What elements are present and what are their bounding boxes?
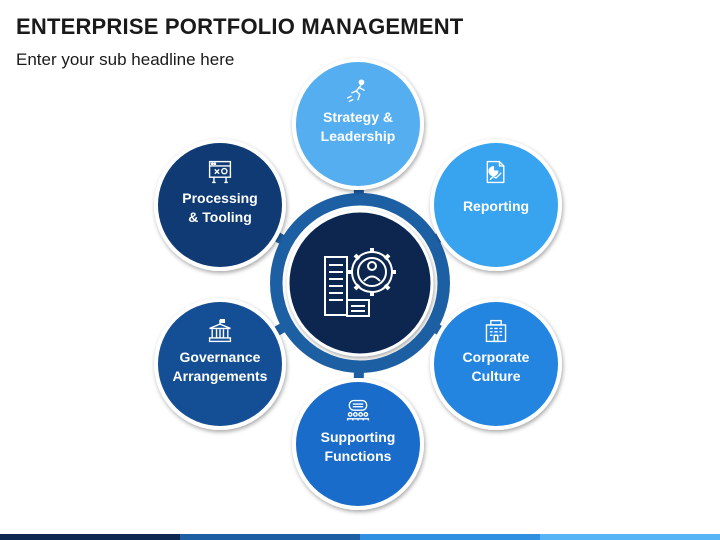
node-circle xyxy=(296,62,420,186)
node-strategy: Strategy & Leadership xyxy=(292,58,424,190)
node-label: & Tooling xyxy=(188,209,252,225)
accent-segment xyxy=(180,534,360,540)
node-circle xyxy=(158,143,282,267)
node-label: Reporting xyxy=(463,198,529,214)
accent-segment xyxy=(0,534,180,540)
node-label: Arrangements xyxy=(173,368,268,384)
accent-segment xyxy=(540,534,720,540)
node-label: Supporting xyxy=(321,429,396,445)
node-processing: Processing & Tooling xyxy=(154,139,286,271)
node-circle xyxy=(158,302,282,426)
node-label: Culture xyxy=(472,368,521,384)
connector-bridge-corporate xyxy=(431,322,442,335)
bottom-accent-bar xyxy=(0,534,720,540)
node-reporting: Reporting xyxy=(430,139,562,271)
node-circle xyxy=(434,143,558,267)
node-label: Governance xyxy=(180,349,261,365)
connector-bridge-reporting xyxy=(432,233,442,245)
node-label: Processing xyxy=(182,190,257,206)
node-label: Functions xyxy=(325,448,392,464)
connector-bridge-governance xyxy=(274,321,289,336)
node-circle xyxy=(434,302,558,426)
connector-bridges xyxy=(274,189,442,379)
node-circle xyxy=(296,382,420,506)
page-title: ENTERPRISE PORTFOLIO MANAGEMENT xyxy=(16,14,464,39)
accent-segment xyxy=(360,534,540,540)
connector-ring xyxy=(270,193,450,373)
connector-bridge-processing xyxy=(275,232,288,246)
portfolio-gear-icon xyxy=(324,248,396,317)
page-subtitle: Enter your sub headline here xyxy=(16,50,235,69)
center-hub xyxy=(277,200,443,366)
node-label: Leadership xyxy=(321,128,396,144)
node-label: Strategy & xyxy=(323,109,393,125)
node-label: Corporate xyxy=(463,349,530,365)
